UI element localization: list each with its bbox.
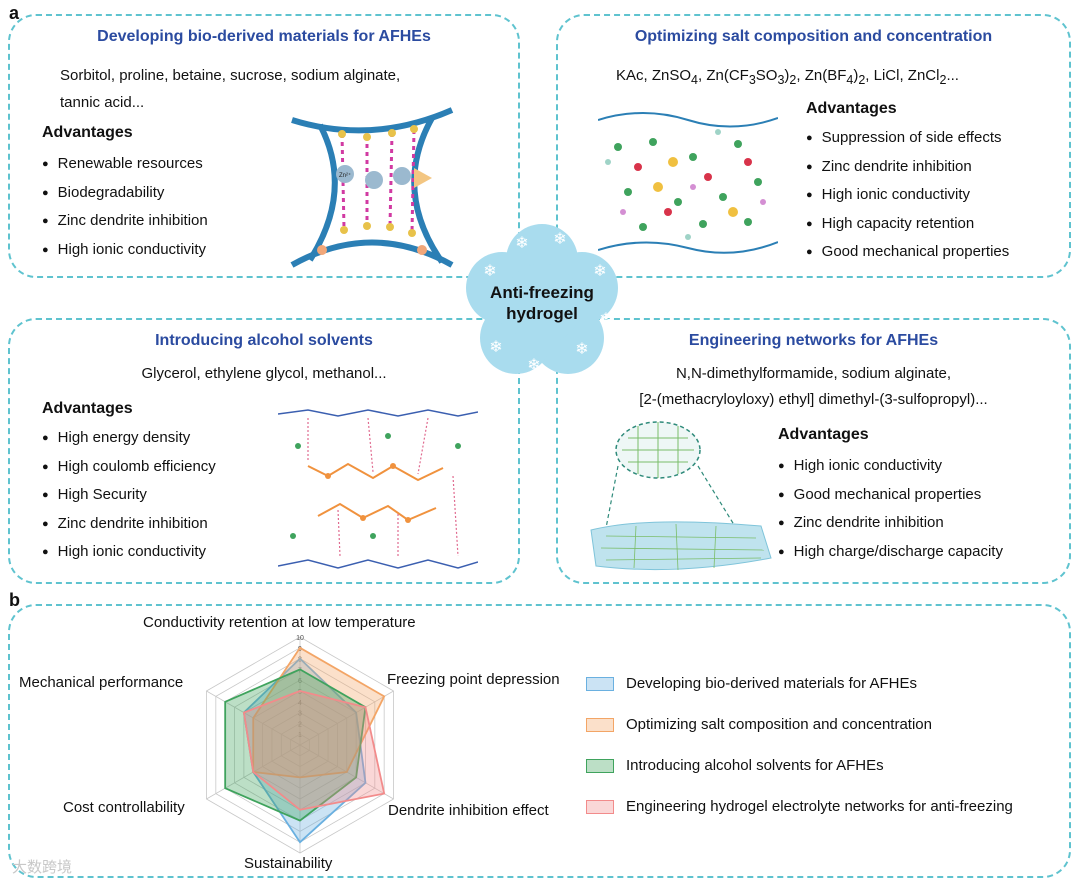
axis-label-dendrite: Dendrite inhibition effect [388, 802, 549, 819]
axis-label-conductivity: Conductivity retention at low temperatur… [143, 614, 416, 631]
legend-label: Engineering hydrogel electrolyte network… [626, 798, 1013, 815]
svg-text:❄: ❄ [527, 357, 540, 374]
svg-text:❄: ❄ [553, 231, 566, 248]
advantage-item: Good mechanical properties [778, 481, 1003, 510]
watermark: 大数跨境 [12, 859, 73, 876]
advantages-heading: Advantages [778, 426, 869, 443]
radar-tick-label: 7 [298, 667, 302, 674]
radar-tick-label: 1 [298, 732, 302, 739]
zinc-ion-label: Zn²⁺ [339, 172, 351, 179]
advantage-item: High ionic conductivity [42, 538, 216, 567]
advantages-heading: Advantages [42, 124, 133, 141]
panel-title: Developing bio-derived materials for AFH… [97, 28, 431, 45]
radar-tick-label: 5 [298, 689, 302, 696]
materials-line-1: Sorbitol, proline, betaine, sucrose, sod… [60, 67, 401, 84]
center-title-line-1: Anti-freezing [490, 283, 594, 302]
svg-text:❄: ❄ [483, 263, 496, 280]
panel-bio-derived: Developing bio-derived materials for AFH… [8, 14, 520, 278]
center-title-line-2: hydrogel [506, 304, 578, 323]
advantage-item: Good mechanical properties [806, 238, 1010, 267]
radar-tick-label: 8 [298, 657, 302, 664]
panel-title: Introducing alcohol solvents [155, 332, 373, 349]
legend-swatch [586, 758, 614, 773]
legend-label: Optimizing salt composition and concentr… [626, 716, 932, 733]
radar-tick-label: 3 [298, 711, 302, 718]
svg-text:❄: ❄ [593, 263, 606, 280]
materials-line: Glycerol, ethylene glycol, methanol... [141, 365, 387, 382]
advantage-item: Suppression of side effects [806, 124, 1009, 153]
advantage-item: High capacity retention [806, 210, 1009, 239]
svg-text:❄: ❄ [489, 339, 502, 356]
svg-text:❄: ❄ [575, 341, 588, 358]
salt-solvation-illustration [598, 112, 778, 254]
panel-label-b: b [9, 590, 20, 610]
legend-label: Introducing alcohol solvents for AFHEs [626, 757, 884, 774]
panel-alcohol-solvents: Introducing alcohol solvents Glycerol, e… [8, 318, 520, 584]
advantage-item: High coulomb efficiency [42, 453, 216, 482]
legend-swatch [586, 676, 614, 691]
legend-swatch [586, 799, 614, 814]
panel-title: Engineering networks for AFHEs [688, 332, 939, 349]
legend-item-bio: Developing bio-derived materials for AFH… [586, 675, 917, 692]
radar-tick-label: 2 [298, 721, 302, 728]
advantage-item: High ionic conductivity [806, 181, 1009, 210]
advantage-item: High energy density [42, 424, 216, 453]
radar-series [224, 646, 386, 844]
panel-label-a: a [9, 3, 20, 23]
svg-text:❄: ❄ [599, 311, 612, 328]
advantage-item: High Security [42, 481, 216, 510]
materials-line-2: [2-(methacryloyloxy) ethyl] dimethyl-(3-… [639, 391, 988, 408]
advantages-heading: Advantages [42, 400, 133, 417]
panel-salt-composition: Optimizing salt composition and concentr… [556, 14, 1071, 278]
panel-radar-comparison [8, 604, 1071, 878]
materials-line: KAc, ZnSO4, Zn(CF3SO3)2, Zn(BF4)2, LiCl,… [616, 67, 959, 87]
advantage-item: Zinc dendrite inhibition [42, 510, 216, 539]
radar-tick-label: 6 [298, 678, 302, 685]
advantages-list: Suppression of side effects Zinc dendrit… [806, 124, 1010, 267]
radar-series-polygon [242, 690, 386, 811]
advantages-list: High energy density High coulomb efficie… [42, 424, 216, 567]
materials-line-1: N,N-dimethylformamide, sodium alginate, [675, 365, 952, 382]
anti-freezing-hydrogel-emblem: ❄ ❄ ❄ ❄ ❄ ❄ ❄ ❄ Anti-freezing hydrogel [466, 224, 618, 374]
hydrogen-bond-illustration [278, 409, 478, 569]
advantages-list: Renewable resources Biodegradability Zin… [42, 150, 208, 264]
advantage-item: Biodegradability [42, 179, 208, 208]
legend-item-alcohol: Introducing alcohol solvents for AFHEs [586, 757, 884, 774]
network-hydrogel-illustration [590, 421, 772, 571]
advantages-heading: Advantages [806, 100, 897, 117]
axis-label-sustainability: Sustainability [244, 855, 333, 872]
radar-tick-label: 10 [296, 635, 304, 642]
legend-item-salt: Optimizing salt composition and concentr… [586, 716, 932, 733]
advantage-item: Zinc dendrite inhibition [42, 207, 208, 236]
panel-engineering-networks: Engineering networks for AFHEs N,N-dimet… [556, 318, 1071, 584]
legend-swatch [586, 717, 614, 732]
advantage-item: Zinc dendrite inhibition [806, 153, 1009, 182]
advantage-item: Renewable resources [42, 150, 208, 179]
materials-line-2: tannic acid... [60, 94, 145, 111]
advantage-item: High charge/discharge capacity [778, 538, 1003, 567]
panel-title: Optimizing salt composition and concentr… [634, 28, 993, 45]
advantage-item: High ionic conductivity [778, 452, 1003, 481]
advantages-list: High ionic conductivity Good mechanical … [778, 452, 1003, 566]
polymer-network-illustration: Zn²⁺ [290, 107, 454, 268]
axis-label-mechanical: Mechanical performance [19, 674, 184, 691]
radar-series-polygon [252, 646, 386, 779]
legend-label: Developing bio-derived materials for AFH… [626, 675, 917, 692]
advantage-item: Zinc dendrite inhibition [778, 509, 1003, 538]
svg-text:❄: ❄ [515, 235, 528, 252]
radar-axis-line [299, 690, 394, 746]
axis-label-cost: Cost controllability [63, 799, 185, 816]
axis-label-freezing-point: Freezing point depression [387, 671, 560, 688]
radar-tick-label: 4 [298, 700, 302, 707]
legend-item-network: Engineering hydrogel electrolyte network… [586, 798, 1013, 815]
advantage-item: High ionic conductivity [42, 236, 208, 265]
